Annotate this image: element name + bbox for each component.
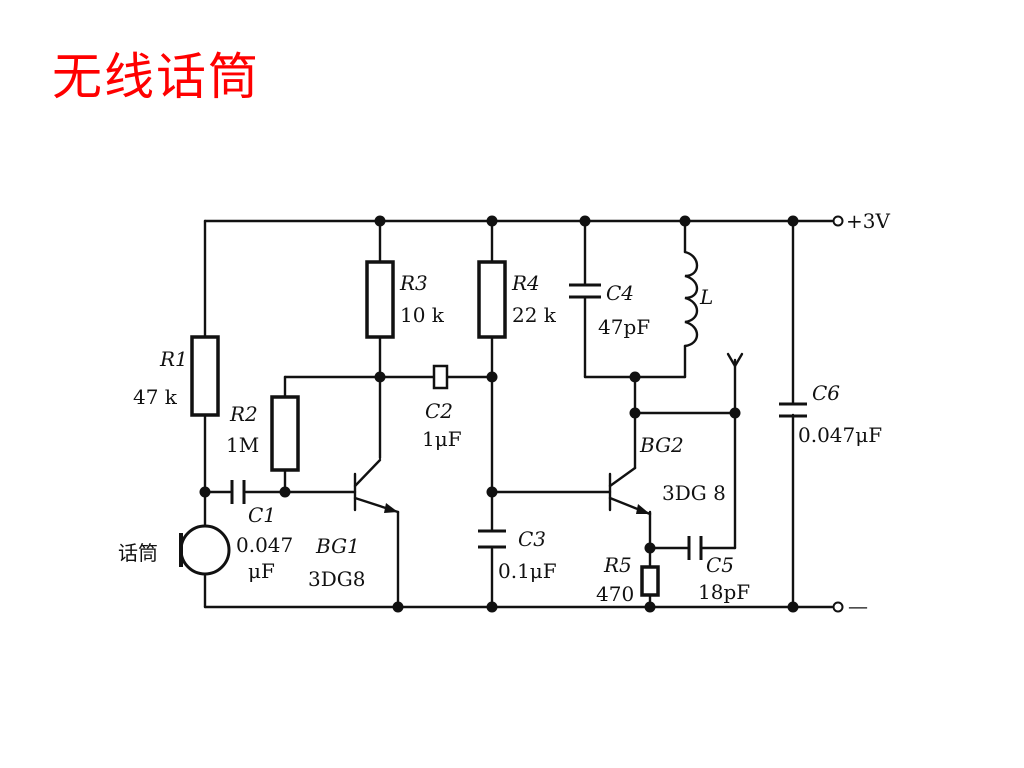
resistor-r5: [640, 565, 660, 597]
capacitor-c1: [230, 480, 246, 504]
label-c4-name: C4: [606, 281, 634, 305]
label-c2-value: 1μF: [422, 427, 462, 451]
resistor-r2: [270, 395, 300, 472]
capacitor-c5: [687, 536, 703, 560]
positive-terminal: [832, 215, 844, 227]
label-c1-value2: μF: [248, 559, 275, 583]
label-c5-name: C5: [706, 553, 734, 577]
label-r1-value: 47 k: [133, 385, 178, 409]
label-c2-name: C2: [425, 399, 453, 423]
capacitor-c6: [779, 402, 807, 418]
label-bg2-model: 3DG 8: [662, 481, 726, 505]
negative-terminal: [832, 601, 844, 613]
label-c6-value: 0.047μF: [798, 423, 882, 447]
label-c5-value: 18pF: [698, 580, 750, 604]
resistor-r4: [477, 260, 507, 339]
microphone: [179, 524, 231, 576]
label-l: L: [699, 285, 713, 309]
label-r3-name: R3: [399, 271, 428, 295]
capacitor-c4: [569, 283, 601, 299]
capacitor-c2: [432, 364, 449, 390]
label-r2-value: 1M: [226, 433, 259, 457]
label-bg1-model: 3DG8: [308, 567, 365, 591]
label-r4-name: R4: [511, 271, 540, 295]
label-negative-supply: —: [848, 594, 868, 618]
capacitor-c3: [478, 529, 506, 549]
junction-dots: [199, 215, 799, 613]
label-r1-name: R1: [159, 347, 188, 371]
transistor-bg1: [353, 458, 400, 514]
label-r3-value: 10 k: [400, 303, 445, 327]
label-microphone: 话筒: [118, 541, 158, 565]
transistor-bg2: [608, 466, 652, 516]
label-c6-name: C6: [812, 381, 840, 405]
label-r5-name: R5: [603, 553, 632, 577]
label-bg2-name: BG2: [639, 433, 684, 457]
label-r2-name: R2: [229, 402, 258, 426]
page-title: 无线话筒: [52, 48, 260, 106]
label-c1-name: C1: [248, 503, 276, 527]
label-c4-value: 47pF: [598, 315, 650, 339]
resistor-r3: [365, 260, 395, 339]
inductor-l: [683, 250, 699, 348]
label-c3-name: C3: [518, 527, 546, 551]
label-r5-value: 470: [596, 582, 634, 606]
resistor-r1: [190, 335, 220, 417]
label-c3-value: 0.1μF: [498, 559, 557, 583]
label-c1-value1: 0.047: [236, 533, 293, 557]
label-bg1-name: BG1: [315, 534, 360, 558]
label-positive-supply: +3V: [846, 209, 890, 233]
label-r4-value: 22 k: [512, 303, 557, 327]
